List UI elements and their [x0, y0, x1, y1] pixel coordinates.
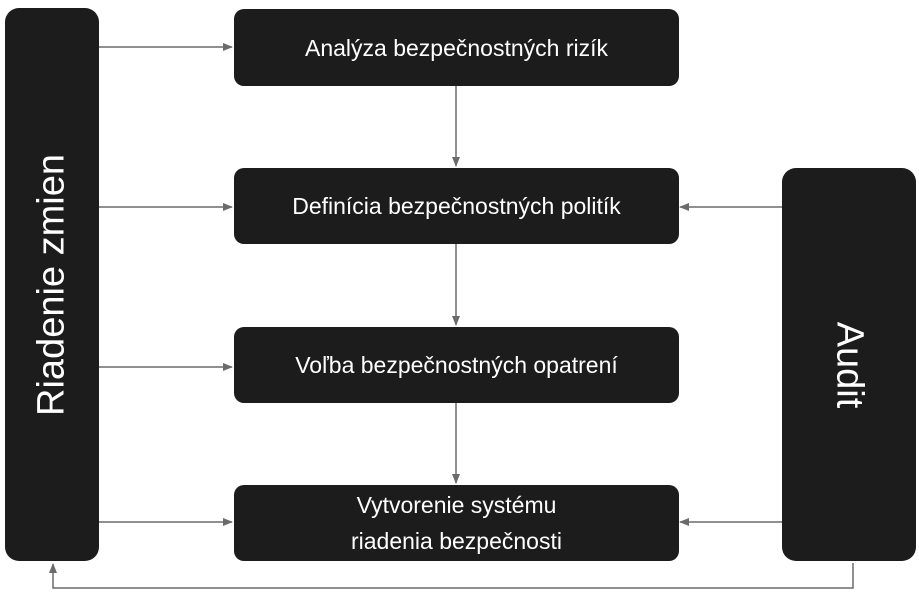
step-policy-definition-label: Definícia bezpečnostných politík [292, 193, 621, 219]
audit-label: Audit [828, 321, 871, 408]
step-risk-analysis: Analýza bezpečnostných rizík [234, 9, 679, 86]
audit-bar: Audit [782, 168, 916, 561]
arrow-audit-feedback-to-change [49, 563, 854, 589]
change-management-bar: Riadenie zmien [5, 8, 99, 561]
step-risk-analysis-label: Analýza bezpečnostných rizík [305, 34, 608, 61]
step-measure-selection-label: Voľba bezpečnostných opatrení [295, 352, 618, 378]
step-policy-definition: Definícia bezpečnostných politík [234, 168, 679, 244]
change-management-label: Riadenie zmien [30, 153, 73, 416]
step-management-system: Vytvorenie systému riadenia bezpečnosti [234, 485, 679, 561]
step-measure-selection: Voľba bezpečnostných opatrení [234, 327, 679, 403]
step-management-system-label: Vytvorenie systému riadenia bezpečnosti [351, 492, 562, 554]
